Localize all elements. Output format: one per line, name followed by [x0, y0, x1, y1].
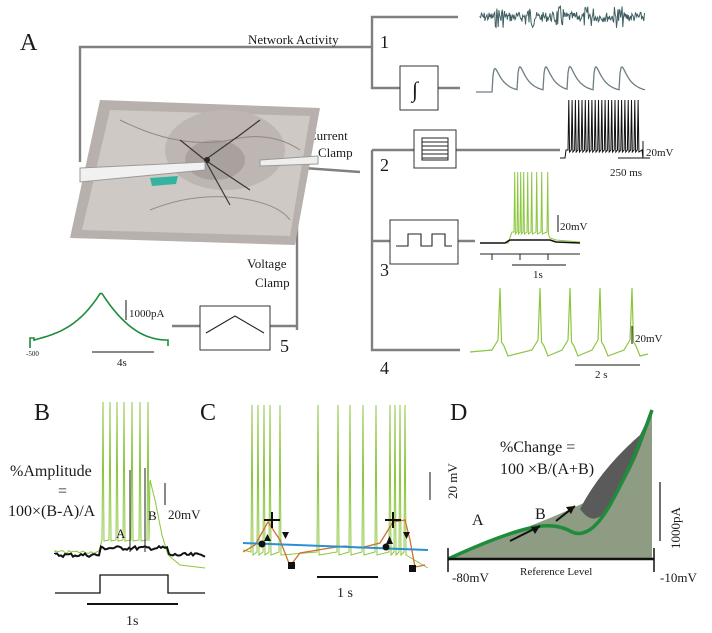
panel-d: D %Change = 100 ×B/(A+B) A B 1000pA -80m…	[447, 400, 697, 585]
panel-b: B %Amplitude = 100×(B-A)/A A B 20mV 1s	[8, 400, 206, 629]
scale-label-1s-c: 1 s	[337, 586, 353, 601]
burst-green-trace	[242, 404, 429, 569]
pulse-command-trace	[480, 253, 580, 260]
wiring	[78, 15, 560, 352]
pct-amplitude-label: %Amplitude	[10, 463, 92, 480]
marker-up-2	[386, 536, 393, 544]
step-protocol-icon	[421, 137, 449, 161]
marker-down-1	[282, 532, 289, 539]
equals-sign: =	[58, 483, 67, 500]
scale-label-4s: 4s	[117, 357, 127, 369]
current-step-spike-trace	[560, 99, 650, 159]
arrow-b-head	[566, 506, 575, 514]
panel-c: C 20 mV 1 s	[200, 400, 460, 601]
integral-icon: ∫	[410, 77, 420, 103]
panel-a-label: A	[20, 30, 38, 56]
marker-b-d: B	[535, 506, 546, 523]
ramp-protocol-box	[199, 305, 271, 351]
network-activity-trace	[479, 4, 645, 29]
scale-label-1000pa-d: 1000pA	[668, 507, 683, 550]
scale-label-20mv-c: 20 mV	[445, 463, 460, 499]
voltage-clamp-label-2: Clamp	[255, 275, 290, 290]
reference-level-label: Reference Level	[520, 566, 592, 578]
pulse-protocol-box	[389, 219, 459, 265]
amplitude-formula: 100×(B-A)/A	[8, 503, 96, 520]
pipette-dye	[150, 176, 178, 186]
branch-number-3: 3	[380, 260, 389, 280]
ramp-protocol-icon	[205, 315, 265, 334]
pulse-protocol-icon	[396, 233, 452, 247]
scale-bar-2	[618, 141, 644, 159]
wire-integral-in	[370, 47, 400, 90]
marker-b-b: B	[148, 508, 157, 523]
pct-change-label: %Change =	[500, 439, 575, 456]
right-voltage-label: -10mV	[660, 570, 697, 585]
branch-number-5: 5	[280, 336, 289, 356]
scale-label-250ms: 250 ms	[610, 167, 642, 179]
voltage-clamp-label-1: Voltage	[247, 256, 287, 271]
panel-b-label: B	[34, 400, 50, 426]
peak-plus-markers	[264, 512, 401, 528]
scale-label-20mv-4: 20mV	[635, 333, 663, 345]
reference-ticks	[447, 548, 655, 572]
brain-slice-photo	[70, 100, 320, 245]
ramp-iv-curve	[447, 409, 654, 561]
step-command-trace	[55, 574, 205, 594]
marker-square-1	[288, 562, 295, 569]
marker-square-2	[409, 565, 416, 572]
panel-d-label: D	[450, 400, 467, 426]
scale-label-1000pa-a: 1000pA	[129, 308, 165, 320]
wire-branch-trunk	[370, 150, 460, 352]
scale-label-1s-a: 1s	[533, 269, 543, 281]
marker-a-d: A	[472, 512, 484, 529]
current-steps-box	[413, 129, 457, 169]
marker-up-1	[264, 534, 271, 541]
marker-circle-2	[382, 543, 390, 551]
change-formula: 100 ×B/(A+B)	[500, 461, 594, 478]
integrator-box: ∫	[399, 65, 439, 111]
pulse-evoked-black-trace	[480, 239, 581, 244]
left-voltage-label: -80mV	[452, 570, 489, 585]
area-a	[448, 410, 652, 559]
panel-a: A Network Activity Current Clamp Voltage…	[20, 4, 674, 381]
branch-number-2: 2	[380, 155, 389, 175]
ramp-current-trace	[29, 292, 169, 348]
pulse-evoked-green-trace	[480, 171, 581, 244]
network-activity-label: Network Activity	[248, 32, 339, 47]
amplitude-black-trace	[54, 544, 206, 559]
pipette-right	[259, 155, 319, 167]
neuron-dendrites	[179, 119, 261, 206]
marker-down-2	[403, 532, 410, 539]
rhythmic-bursting-trace	[469, 287, 649, 357]
scale-label-2s: 2 s	[595, 369, 608, 381]
panel-c-label: C	[200, 400, 216, 426]
scale-label-20mv-b: 20mV	[168, 507, 201, 522]
branch-number-4: 4	[380, 358, 389, 378]
scale-label-1s-b: 1s	[126, 614, 138, 629]
area-b	[580, 410, 652, 519]
baseline-blue-line	[242, 542, 429, 551]
event-markers	[258, 532, 416, 572]
current-clamp-label-2: Clamp	[318, 145, 353, 160]
branch-number-1: 1	[380, 32, 389, 52]
integrated-activity-trace	[476, 65, 646, 93]
holding-value-label: -500	[26, 350, 39, 358]
marker-circle-1	[258, 540, 266, 548]
current-clamp-label-1: Current	[308, 128, 348, 143]
scale-label-20mv-2: 20mV	[646, 147, 674, 159]
scale-label-20mv-3: 20mV	[560, 221, 588, 233]
pipette-left	[79, 161, 206, 183]
marker-a-b: A	[116, 526, 126, 541]
arrow-a-head	[531, 526, 540, 534]
